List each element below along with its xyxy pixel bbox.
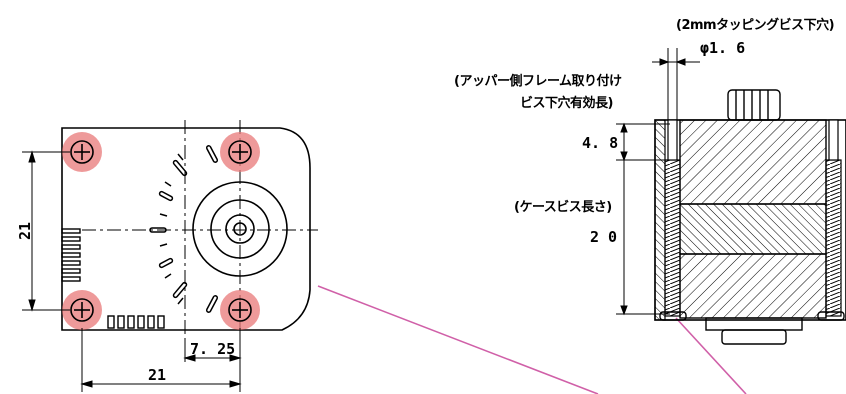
dim-height-label: 21 — [16, 221, 34, 241]
bottom-boss — [659, 311, 845, 345]
connector-pins-left — [61, 228, 81, 282]
left-wall — [654, 119, 666, 321]
lower-section — [679, 253, 827, 319]
leader-line-front — [317, 285, 599, 394]
connector-pins-bottom — [107, 315, 165, 329]
note-tapping-hole: (2mmタッピングビス下穴) — [676, 18, 835, 33]
screw-hole-bottom-left — [62, 290, 102, 330]
upper-section — [679, 119, 827, 205]
note-upper-frame-line2: ビス下穴有効長) — [520, 96, 613, 111]
screw-thread-right — [825, 119, 842, 317]
note-case-screw: (ケースビス長さ) — [514, 200, 612, 215]
dim-width-label: 21 — [148, 366, 167, 384]
screw-thread-left — [664, 119, 681, 317]
dim-center-offset-label: 7. 25 — [190, 340, 236, 358]
screw-hole-bottom-right — [220, 290, 260, 330]
dim-effective-length-label: 4. 8 — [582, 134, 619, 152]
dim-phi-label: φ1. 6 — [700, 39, 746, 57]
middle-section — [679, 203, 827, 255]
leader-line-side — [675, 317, 747, 394]
side-view — [654, 89, 846, 345]
screw-hole-top-left — [62, 132, 102, 172]
side-dimensions — [616, 48, 700, 316]
hub-inner-ring — [210, 199, 270, 259]
top-knob — [727, 89, 781, 121]
shaft-bore — [233, 222, 247, 236]
leader-lines — [317, 285, 747, 394]
note-upper-frame-line1: (アッパー側フレーム取り付け — [454, 74, 622, 89]
front-view-outline — [61, 127, 311, 331]
screw-hole-top-right — [220, 132, 260, 172]
dim-case-screw-length-label: 2 0 — [590, 228, 618, 246]
hub-outer-ring — [192, 181, 288, 277]
front-dimensions — [22, 150, 242, 392]
shaft-ring — [225, 214, 255, 244]
screw-holes — [62, 132, 260, 330]
radial-slots — [149, 145, 219, 313]
front-view — [61, 120, 318, 340]
center-lines — [82, 120, 318, 340]
